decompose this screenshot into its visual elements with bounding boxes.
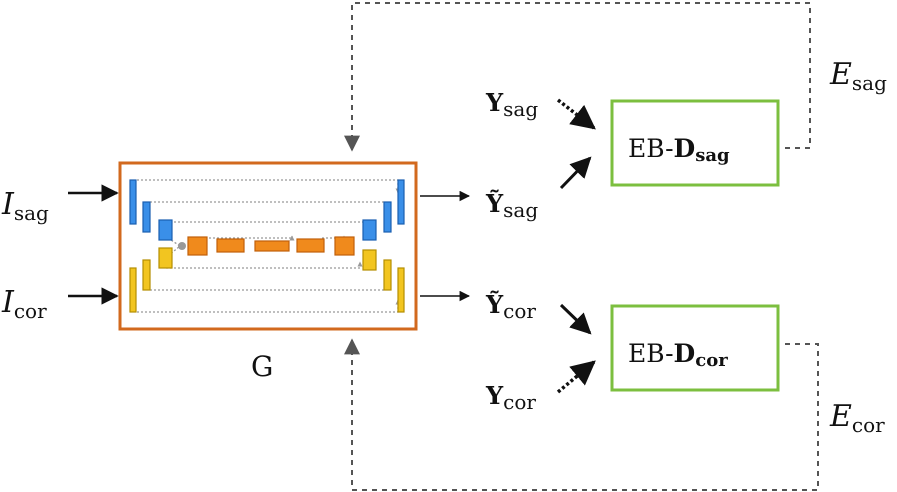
discriminator-sag-label: EB-Dsag	[628, 134, 730, 166]
bottleneck-blocks	[187, 236, 355, 256]
generator-label: G	[251, 350, 273, 383]
pred-cor-label: Ỹcor	[485, 290, 536, 323]
discriminator-cor-box	[610, 304, 780, 392]
decoder-sag-blocks	[362, 179, 405, 241]
pred-sag-label: Ỹsag	[485, 189, 538, 222]
discriminator-sag-box	[610, 99, 780, 187]
input-sag-label: Isag	[1, 187, 49, 225]
feedback-loop-sag	[344, 2, 811, 152]
feedback-loop-cor	[344, 338, 819, 491]
arrow-pred-sag	[559, 156, 592, 190]
energy-sag-label: Esag	[829, 57, 887, 95]
arrow-gt-cor	[556, 360, 596, 394]
discriminator-cor-label: EB-Dcor	[628, 339, 728, 371]
encoder-sag-blocks	[129, 179, 173, 241]
energy-cor-label: Ecor	[829, 399, 885, 437]
encoder-cor-blocks	[129, 247, 173, 313]
gt-cor-label: Ycor	[485, 381, 536, 414]
gt-sag-label: Ysag	[485, 88, 538, 121]
decoder-cor-blocks	[362, 249, 405, 313]
input-cor-label: Icor	[1, 285, 47, 323]
arrow-gt-sag	[556, 98, 596, 130]
arrow-pred-cor	[559, 303, 592, 335]
merge-node	[178, 242, 186, 250]
